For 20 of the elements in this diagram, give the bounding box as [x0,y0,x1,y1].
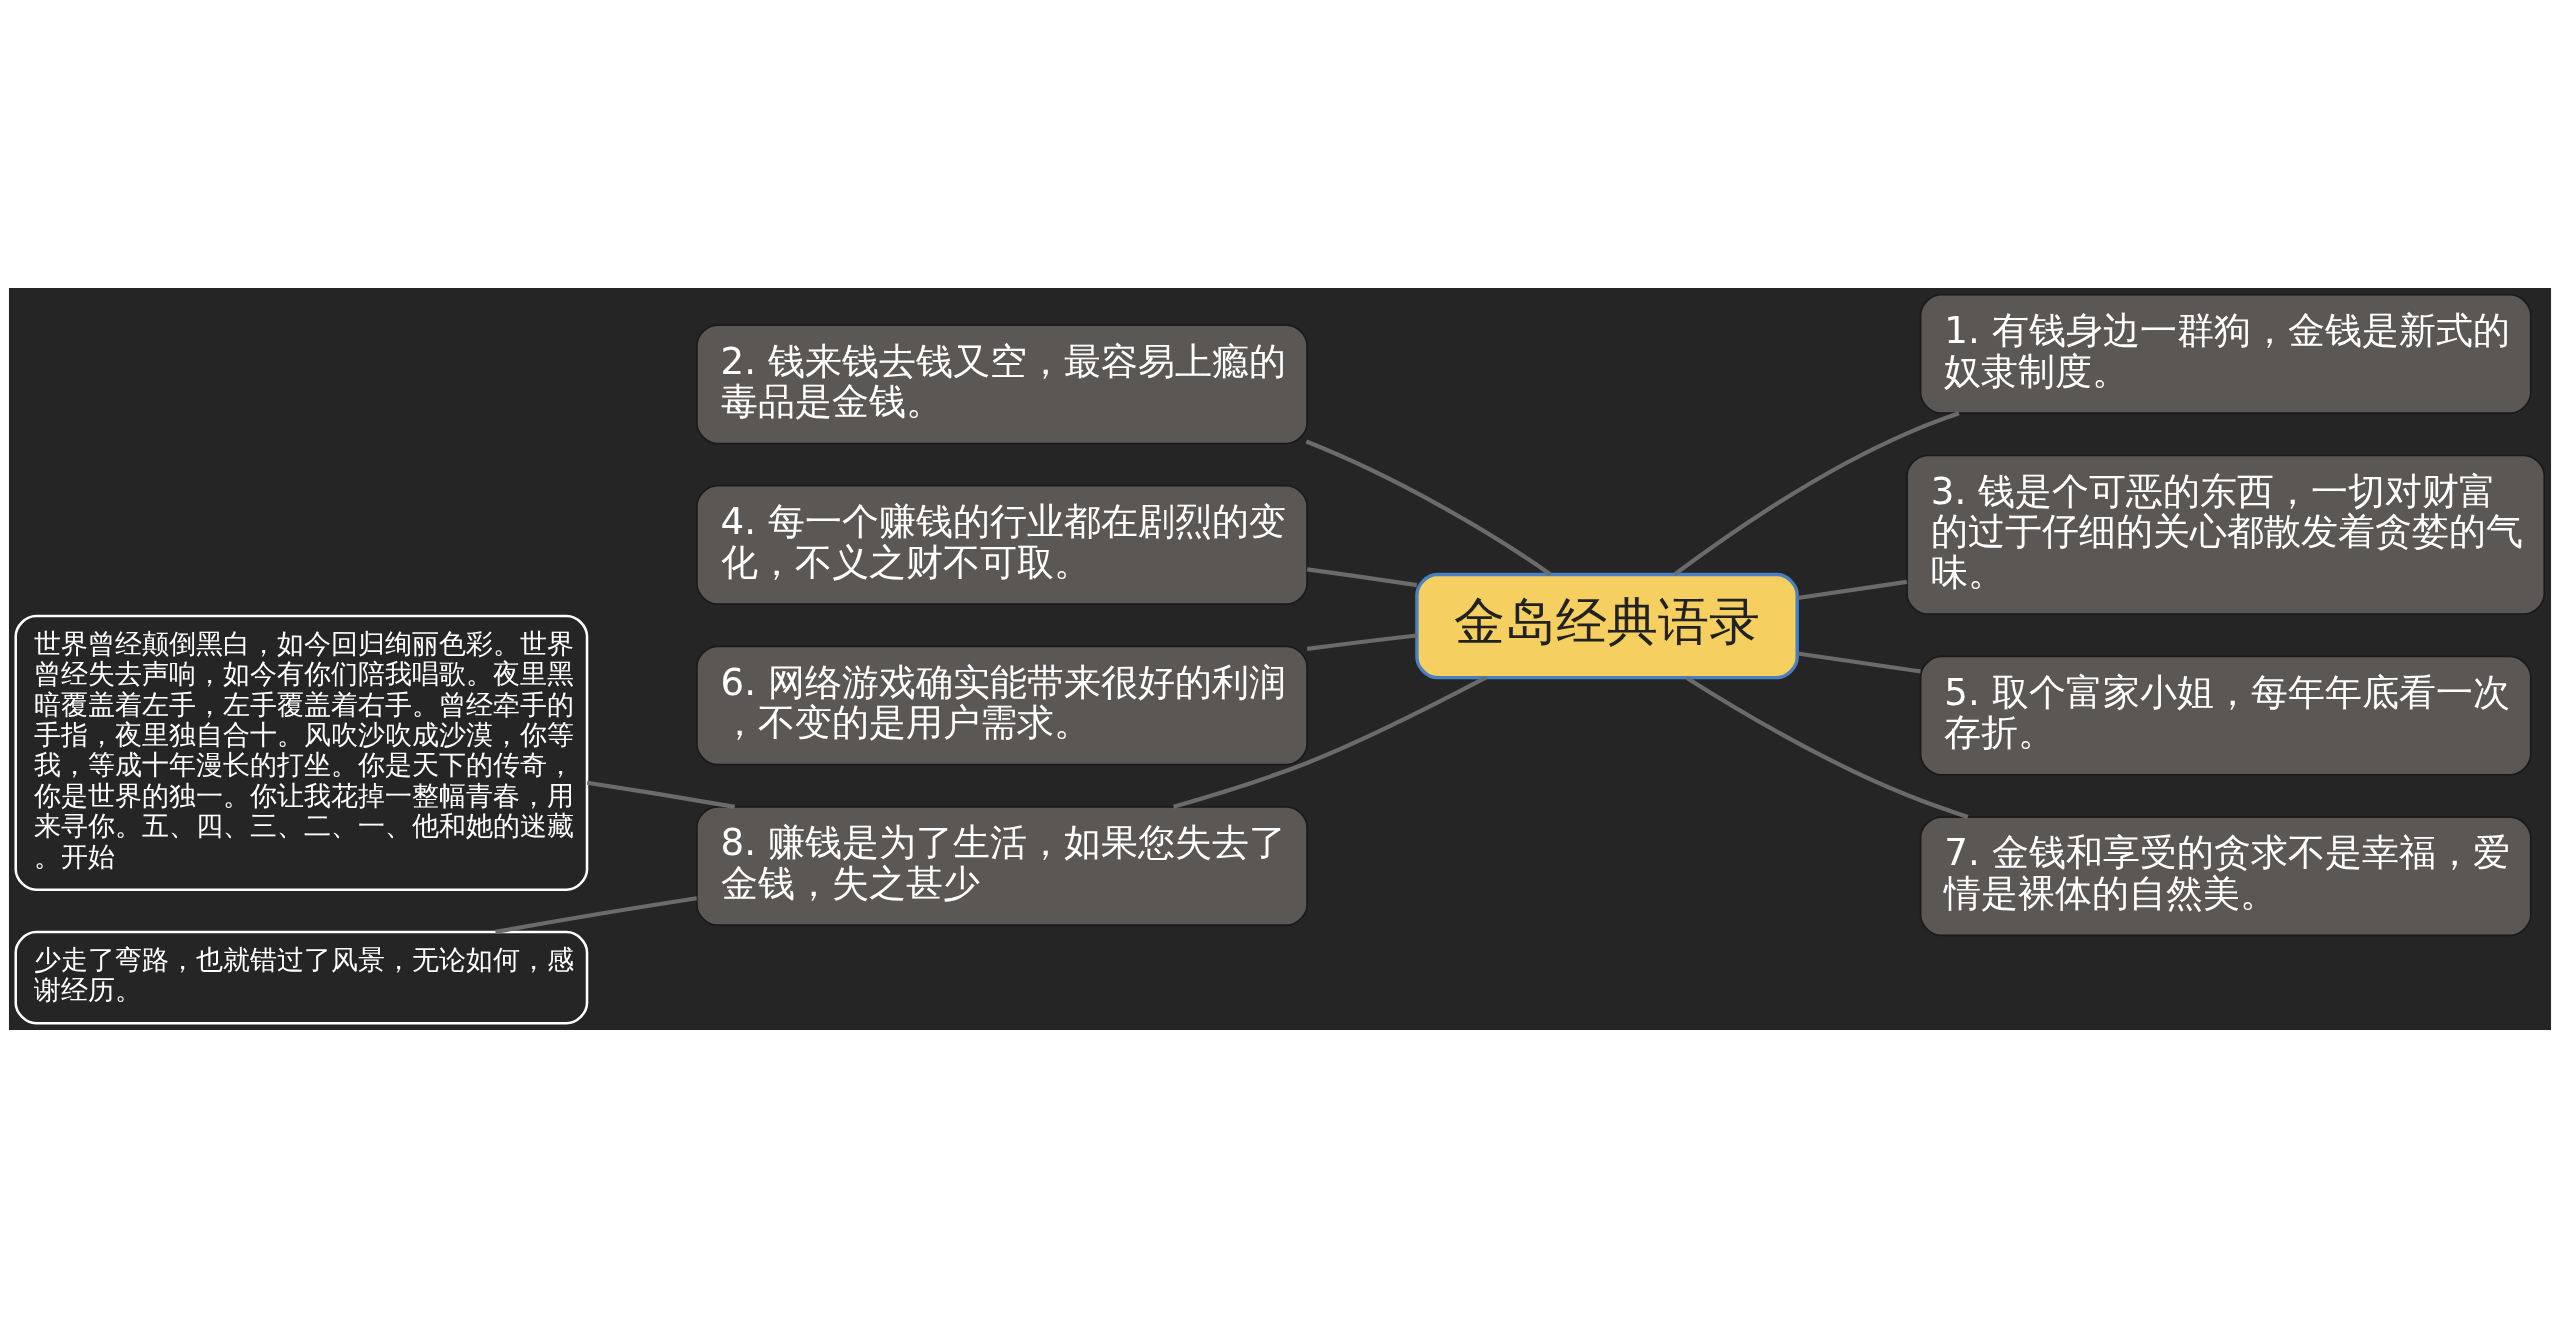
connector [1673,410,1960,576]
connector [1306,566,1418,587]
node-box: 6. 网络游戏确实能带来很好的利润，不变的是用户需求。 [696,644,1308,765]
connector [1685,675,1969,819]
node-box: 世界曾经颠倒黑白，如今回归绚丽色彩。世界曾经失去声响，如今有你们陪我唱歌。夜里黑暗覆盖着左手，左手覆盖着右手。曾经牵手的手指，夜里独自合十。风吹沙吹成沙漠，你等我，等成十年漫长的打坐。你是天下的传奇，你是世界的独一。你让我花掉一整幅青春，用来寻你。五、四、三、二、一、他和她的迷藏。开始 [14,614,589,891]
connector [1306,632,1418,651]
node-box: 8. 赚钱是为了生活，如果您失去了金钱，失之甚少 [696,805,1308,926]
node-box: 5. 取个富家小姐，每年年底看一次存折。 [1919,655,2532,776]
connector [586,780,736,809]
node-box: 3. 钱是个可恶的东西，一切对财富的过于仔细的关心都散发着贪婪的气味。 [1906,454,2546,615]
connector [1797,579,1908,600]
connector [1173,675,1487,809]
node-box: 金岛经典语录 [1415,572,1799,679]
node-box: 少走了弯路，也就错过了风景，无论如何，感谢经历。 [14,930,589,1024]
connector [1304,439,1552,576]
node-box: 1. 有钱身边一群狗，金钱是新式的奴隶制度。 [1919,293,2532,414]
node-box: 4. 每一个赚钱的行业都在剧烈的变化，不义之财不可取。 [696,484,1308,605]
node-box: 7. 金钱和享受的贪求不是幸福，爱情是裸体的自然美。 [1919,815,2532,936]
connector [1797,650,1921,674]
node-box: 2. 钱来钱去钱又空，最容易上瘾的毒品是金钱。 [696,323,1308,444]
